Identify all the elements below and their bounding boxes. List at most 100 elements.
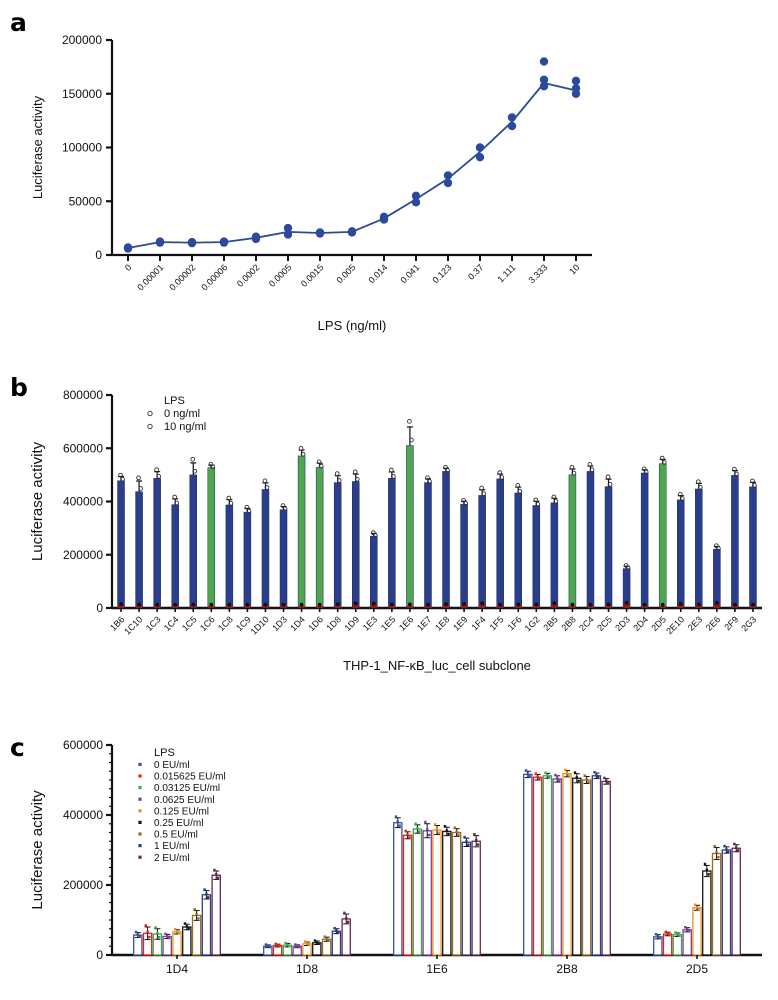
panel-c-bar bbox=[562, 773, 572, 956]
panel-b-bar-zero bbox=[280, 606, 288, 608]
panel-b-replicate-marker bbox=[138, 486, 143, 491]
panel-b-bar bbox=[117, 480, 125, 609]
panel-c-replicate-marker bbox=[526, 772, 529, 775]
panel-c-legend-title: LPS bbox=[154, 747, 175, 759]
panel-c-replicate-marker bbox=[593, 771, 596, 774]
panel-b-replicate-marker bbox=[118, 472, 123, 478]
panel-b-bar bbox=[333, 482, 342, 609]
panel-c-replicate-marker bbox=[577, 779, 580, 783]
panel-b-replicate-marker-zero bbox=[353, 601, 358, 606]
panel-a-xtick-label: 0.00001 bbox=[135, 262, 165, 292]
panel-b-replicate-marker bbox=[262, 478, 268, 484]
panel-b-replicate-marker bbox=[734, 471, 739, 477]
panel-b-replicate-marker-zero bbox=[534, 602, 539, 607]
panel-b-bar-zero bbox=[749, 606, 757, 608]
panel-b-bar-zero bbox=[496, 606, 504, 608]
panel-b-xtick-label: 1D4 bbox=[288, 614, 307, 633]
panel-b-replicate-marker bbox=[569, 464, 575, 470]
panel-b-bar-zero bbox=[568, 606, 576, 608]
panel-c-legend-marker bbox=[138, 844, 142, 848]
panel-c-replicate-marker bbox=[418, 830, 421, 833]
panel-c-replicate-marker bbox=[725, 848, 728, 851]
panel-c-legend-label: 0.5 EU/ml bbox=[154, 830, 198, 841]
panel-a-xtick-label: 3.333 bbox=[526, 262, 549, 285]
panel-c-legend-label: 0 EU/ml bbox=[154, 760, 190, 771]
panel-b-xtick-label: 1C3 bbox=[144, 614, 163, 633]
panel-b-replicate-marker-zero bbox=[389, 602, 394, 607]
panel-a-data-point bbox=[539, 57, 549, 66]
panel-c-replicate-marker bbox=[296, 944, 299, 948]
panel-b-xtick-label: 1E6 bbox=[397, 614, 415, 632]
panel-b-bar bbox=[568, 474, 577, 609]
panel-b-replicate-marker bbox=[389, 467, 394, 473]
panel-c-replicate-marker bbox=[536, 775, 539, 778]
panel-b-replicate-marker-zero bbox=[696, 602, 701, 607]
panel-c-replicate-marker bbox=[205, 892, 208, 896]
panel-b-replicate-marker bbox=[533, 497, 539, 503]
panel-c-replicate-marker bbox=[606, 781, 610, 785]
panel-c-bar bbox=[532, 776, 543, 956]
panel-b-bar-zero bbox=[370, 605, 378, 608]
panel-c-replicate-marker bbox=[666, 932, 669, 935]
panel-b-replicate-marker bbox=[156, 473, 161, 479]
panel-c-replicate-marker bbox=[317, 942, 320, 945]
panel-c-legend-label: 0.0625 EU/ml bbox=[154, 795, 215, 806]
panel-b-replicate-marker bbox=[517, 488, 523, 494]
panel-c-bar bbox=[523, 773, 533, 956]
panel-c-replicate-marker bbox=[426, 828, 429, 831]
panel-a-data-point bbox=[411, 191, 421, 201]
panel-c-replicate-marker bbox=[274, 942, 277, 945]
panel-b-replicate-marker bbox=[336, 478, 342, 483]
panel-b-x-axis-title: THP-1_NF-κB_luc_cell subclone bbox=[343, 658, 531, 673]
panel-b-replicate-marker-zero bbox=[137, 602, 141, 607]
panel-c-bar bbox=[672, 934, 683, 956]
panel-b-xtick-label: 1F6 bbox=[506, 614, 524, 632]
panel-b-bar bbox=[586, 471, 595, 609]
panel-b-bar bbox=[153, 478, 161, 609]
panel-c-replicate-marker bbox=[175, 930, 179, 933]
panel-b-bar-zero bbox=[316, 606, 324, 608]
panel-b-bar bbox=[171, 504, 179, 609]
panel-c-group-label: 1E6 bbox=[426, 962, 448, 976]
panel-c-replicate-marker bbox=[193, 908, 196, 911]
panel-b-replicate-marker bbox=[316, 459, 322, 465]
panel-a-data-point bbox=[123, 243, 133, 252]
panel-b-replicate-marker-zero bbox=[408, 602, 412, 607]
panel-c-replicate-marker bbox=[323, 935, 326, 938]
panel-c-replicate-marker bbox=[694, 903, 697, 906]
panel-a-ytick-label: 100000 bbox=[62, 141, 102, 155]
panel-a-y-axis-title: Luciferase activity bbox=[30, 95, 45, 199]
panel-b-label: b bbox=[10, 373, 28, 402]
panel-b-replicate-marker bbox=[479, 485, 484, 491]
panel-c-legend-marker bbox=[138, 762, 142, 766]
panel-b-legend-title: LPS bbox=[164, 395, 185, 407]
panel-a-data-point bbox=[251, 232, 261, 241]
panel-b-xtick-label: 1D6 bbox=[306, 614, 325, 633]
panel-c-bar bbox=[581, 779, 592, 956]
panel-c-replicate-marker bbox=[687, 929, 691, 933]
panel-b-bar bbox=[352, 481, 360, 609]
panel-b-bar-zero bbox=[731, 606, 739, 608]
panel-b-replicate-marker bbox=[190, 456, 196, 462]
panel-b-bar bbox=[243, 511, 252, 609]
panel-c-replicate-marker bbox=[264, 943, 268, 946]
panel-b-bar-zero bbox=[334, 605, 342, 608]
panel-b-replicate-marker bbox=[172, 494, 178, 500]
panel-c-ytick-label: 400000 bbox=[63, 808, 103, 822]
panel-b-replicate-marker-zero bbox=[245, 602, 250, 607]
panel-a-xtick-label: 0.005 bbox=[334, 262, 357, 285]
panel-c-replicate-marker bbox=[343, 911, 346, 915]
panel-c-bar bbox=[191, 914, 202, 956]
panel-b-replicate-marker bbox=[607, 482, 613, 487]
panel-b-bar-zero bbox=[406, 605, 414, 608]
panel-b-replicate-marker-zero bbox=[426, 602, 430, 607]
panel-b-xtick-label: 1C4 bbox=[162, 614, 181, 633]
panel-b-replicate-marker bbox=[372, 532, 378, 538]
panel-b-replicate-marker-zero bbox=[227, 602, 232, 607]
panel-b-xtick-label: 2B8 bbox=[559, 614, 577, 632]
panel-c-legend-marker bbox=[138, 774, 142, 778]
panel-c-replicate-marker bbox=[736, 849, 740, 852]
panel-b-replicate-marker-zero bbox=[751, 602, 755, 607]
